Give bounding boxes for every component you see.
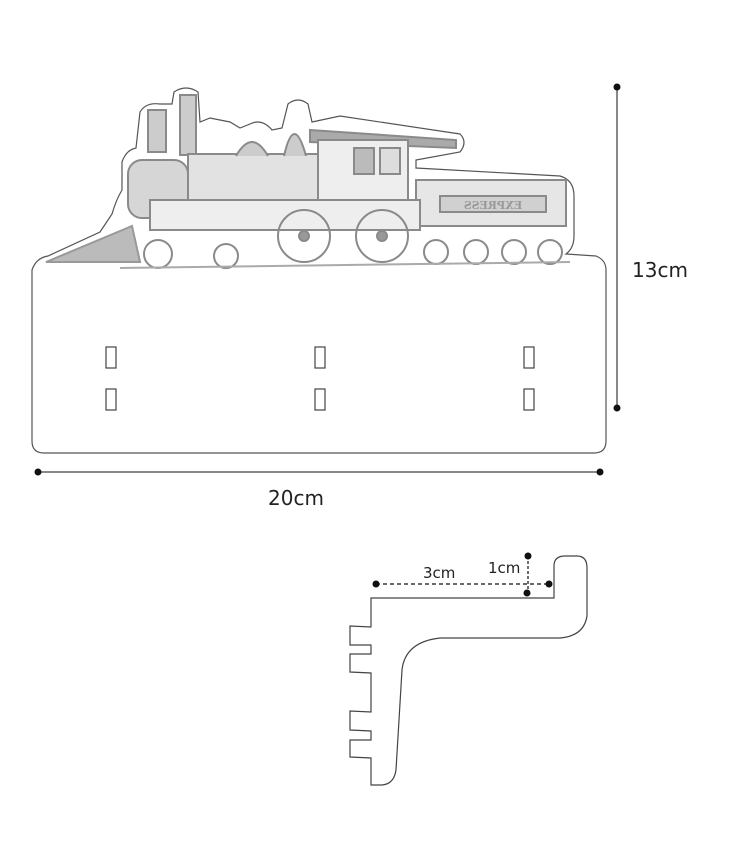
mounting-slots — [105, 346, 535, 411]
bracket-outline — [349, 555, 588, 786]
height-label: 13cm — [632, 258, 688, 282]
width-label: 20cm — [268, 486, 324, 510]
train-illustration: EXPRESS — [45, 94, 571, 269]
express-lettering: EXPRESS — [464, 199, 522, 212]
width-dimension-line — [34, 468, 604, 476]
height-dimension-line — [613, 83, 621, 412]
bracket-depth-label: 3cm — [423, 564, 456, 582]
bracket-dimensions — [372, 552, 553, 597]
bracket-lip-label: 1cm — [488, 559, 521, 577]
